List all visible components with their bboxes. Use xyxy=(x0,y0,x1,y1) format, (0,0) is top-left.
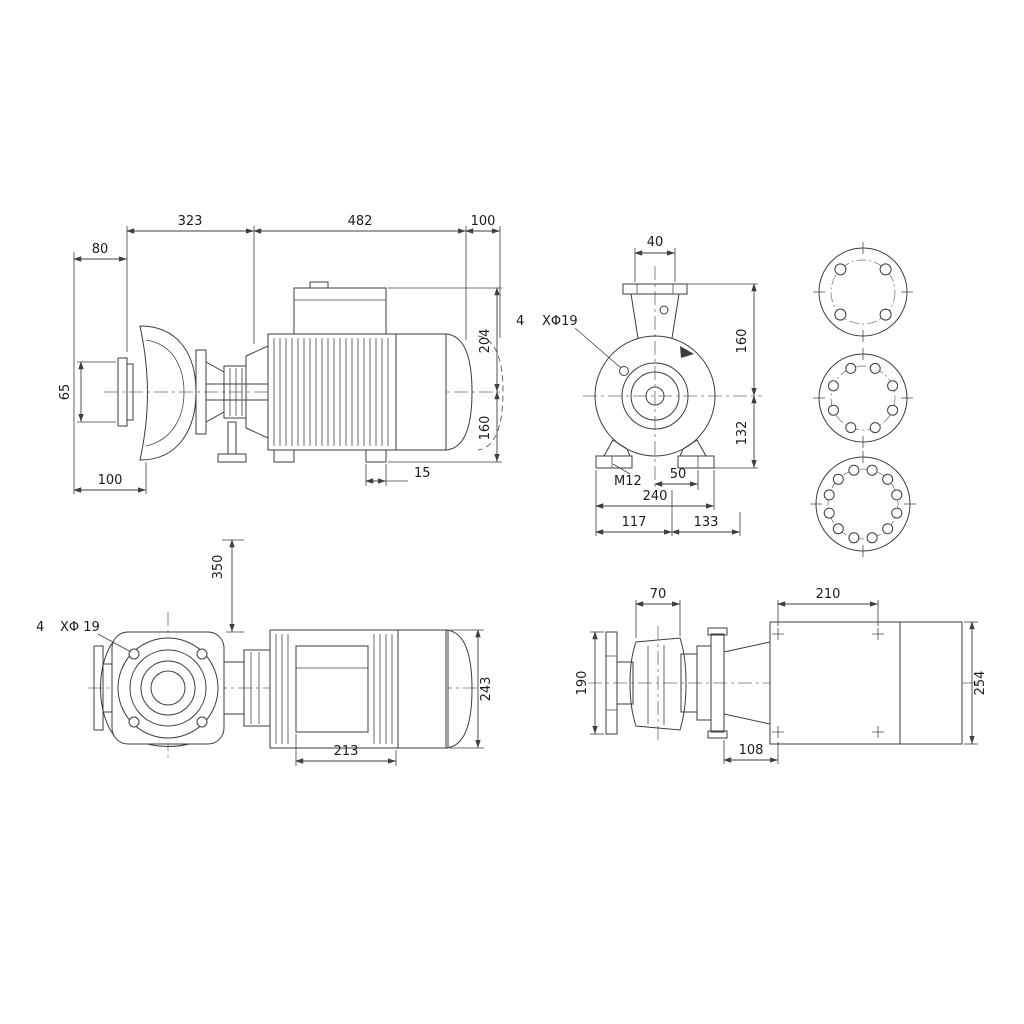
dim-bottom-108: 108 xyxy=(739,743,764,758)
fan-cover xyxy=(445,629,473,749)
motor-fins xyxy=(273,338,389,446)
terminal-box xyxy=(293,287,387,335)
motor-body xyxy=(267,333,447,451)
leader-line xyxy=(612,463,631,475)
motor-foot xyxy=(273,449,295,463)
mounting-hole-marks xyxy=(772,628,884,738)
leader-line xyxy=(574,327,622,369)
flange-bolt-hole xyxy=(196,716,208,728)
front-foot-thread: M12 xyxy=(614,474,642,489)
dim-bottom-210: 210 xyxy=(816,587,841,602)
bolt-circle xyxy=(830,259,896,325)
plan-hole-spec: XΦ 19 xyxy=(60,620,100,635)
leader-line xyxy=(97,633,132,653)
front-hole-spec: XΦ19 xyxy=(542,314,578,329)
dim-side-80: 80 xyxy=(92,242,109,257)
flange-detail-bottom xyxy=(810,451,916,557)
vent-plug xyxy=(659,305,669,315)
discharge-flange-face xyxy=(111,631,225,745)
plan-view: 350 4 XΦ 19 243 213 xyxy=(36,539,494,766)
discharge-flange xyxy=(622,283,688,295)
dim-front-132: 132 xyxy=(735,421,750,446)
volute-outline xyxy=(594,335,716,457)
dim-front-50: 50 xyxy=(670,467,687,482)
dismantling-clearance xyxy=(477,335,504,451)
fan-cover xyxy=(445,333,473,451)
dim-plan-243: 243 xyxy=(479,677,494,702)
motor-body xyxy=(769,621,963,745)
plan-hole-count: 4 xyxy=(36,620,44,635)
suction-flange-edge xyxy=(93,645,104,731)
dim-front-133: 133 xyxy=(694,515,719,530)
dim-side-15: 15 xyxy=(414,466,431,481)
dim-side-160: 160 xyxy=(478,416,493,441)
discharge-bore xyxy=(150,670,186,706)
dim-front-117: 117 xyxy=(622,515,647,530)
flange-detail-top xyxy=(813,242,913,342)
dim-front-40: 40 xyxy=(647,235,664,250)
dim-bottom-190: 190 xyxy=(575,671,590,696)
side-view: 323 482 100 80 65 100 204 160 15 xyxy=(58,214,504,494)
dim-bottom-254: 254 xyxy=(973,671,988,696)
dim-side-100-top: 100 xyxy=(471,214,496,229)
shaft-center xyxy=(645,386,665,406)
flange-bolt-hole xyxy=(128,716,140,728)
dim-side-100-bottom: 100 xyxy=(98,473,123,488)
terminal-box xyxy=(295,645,369,733)
flange-detail-middle xyxy=(813,348,913,448)
flange-bolt-hole xyxy=(619,366,629,376)
cutwater-mark xyxy=(680,346,694,358)
flange-bolt-hole xyxy=(128,648,140,660)
dim-side-204: 204 xyxy=(478,329,493,354)
dim-side-482: 482 xyxy=(348,214,373,229)
dim-front-160: 160 xyxy=(735,329,750,354)
volute-casing xyxy=(139,325,197,461)
bolt-circle xyxy=(830,365,896,431)
dim-side-323: 323 xyxy=(178,214,203,229)
dim-side-65: 65 xyxy=(58,384,73,401)
bottom-view: 70 210 190 254 108 xyxy=(575,587,988,764)
dim-bottom-70: 70 xyxy=(650,587,667,602)
dim-front-240: 240 xyxy=(643,489,668,504)
dim-plan-350: 350 xyxy=(211,555,226,580)
flange-bolt-hole xyxy=(196,648,208,660)
volute-casing xyxy=(629,637,687,731)
motor-foot xyxy=(365,449,387,463)
front-view: 40 4 XΦ19 160 132 M12 50 240 117 133 xyxy=(516,235,762,536)
motor-fins xyxy=(275,634,393,744)
dim-plan-213: 213 xyxy=(334,744,359,759)
front-hole-count: 4 xyxy=(516,314,524,329)
bolt-circle xyxy=(827,468,899,540)
